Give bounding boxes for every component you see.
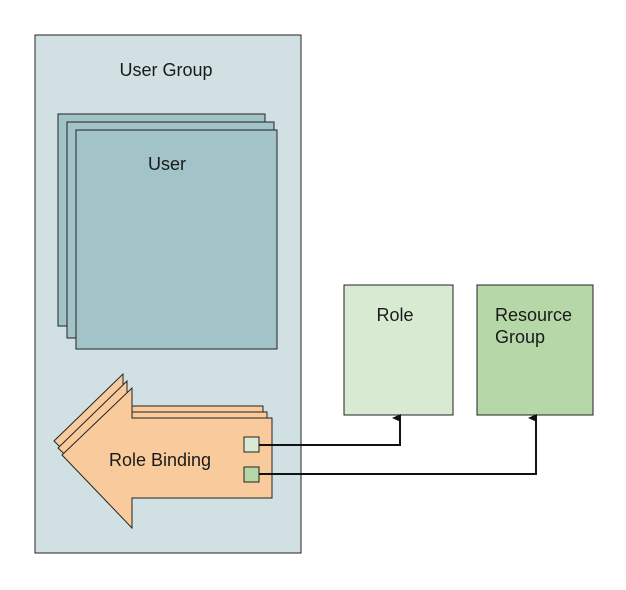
role-label: Role [376,305,413,325]
resource-group-connector [259,414,537,475]
resource-group-port [243,466,260,483]
user-label: User [148,154,186,174]
user-card-front [75,129,278,350]
user-group-label: User Group [119,60,212,80]
role-binding-arrow-front [61,386,273,530]
role-binding-label: Role Binding [109,450,211,470]
resource-group-box [476,284,594,416]
role-connector [259,414,401,446]
resource-group-label-line1: Resource [495,305,572,325]
role-port [243,436,260,453]
role-box [343,284,454,416]
resource-group-label-line2: Group [495,327,545,347]
